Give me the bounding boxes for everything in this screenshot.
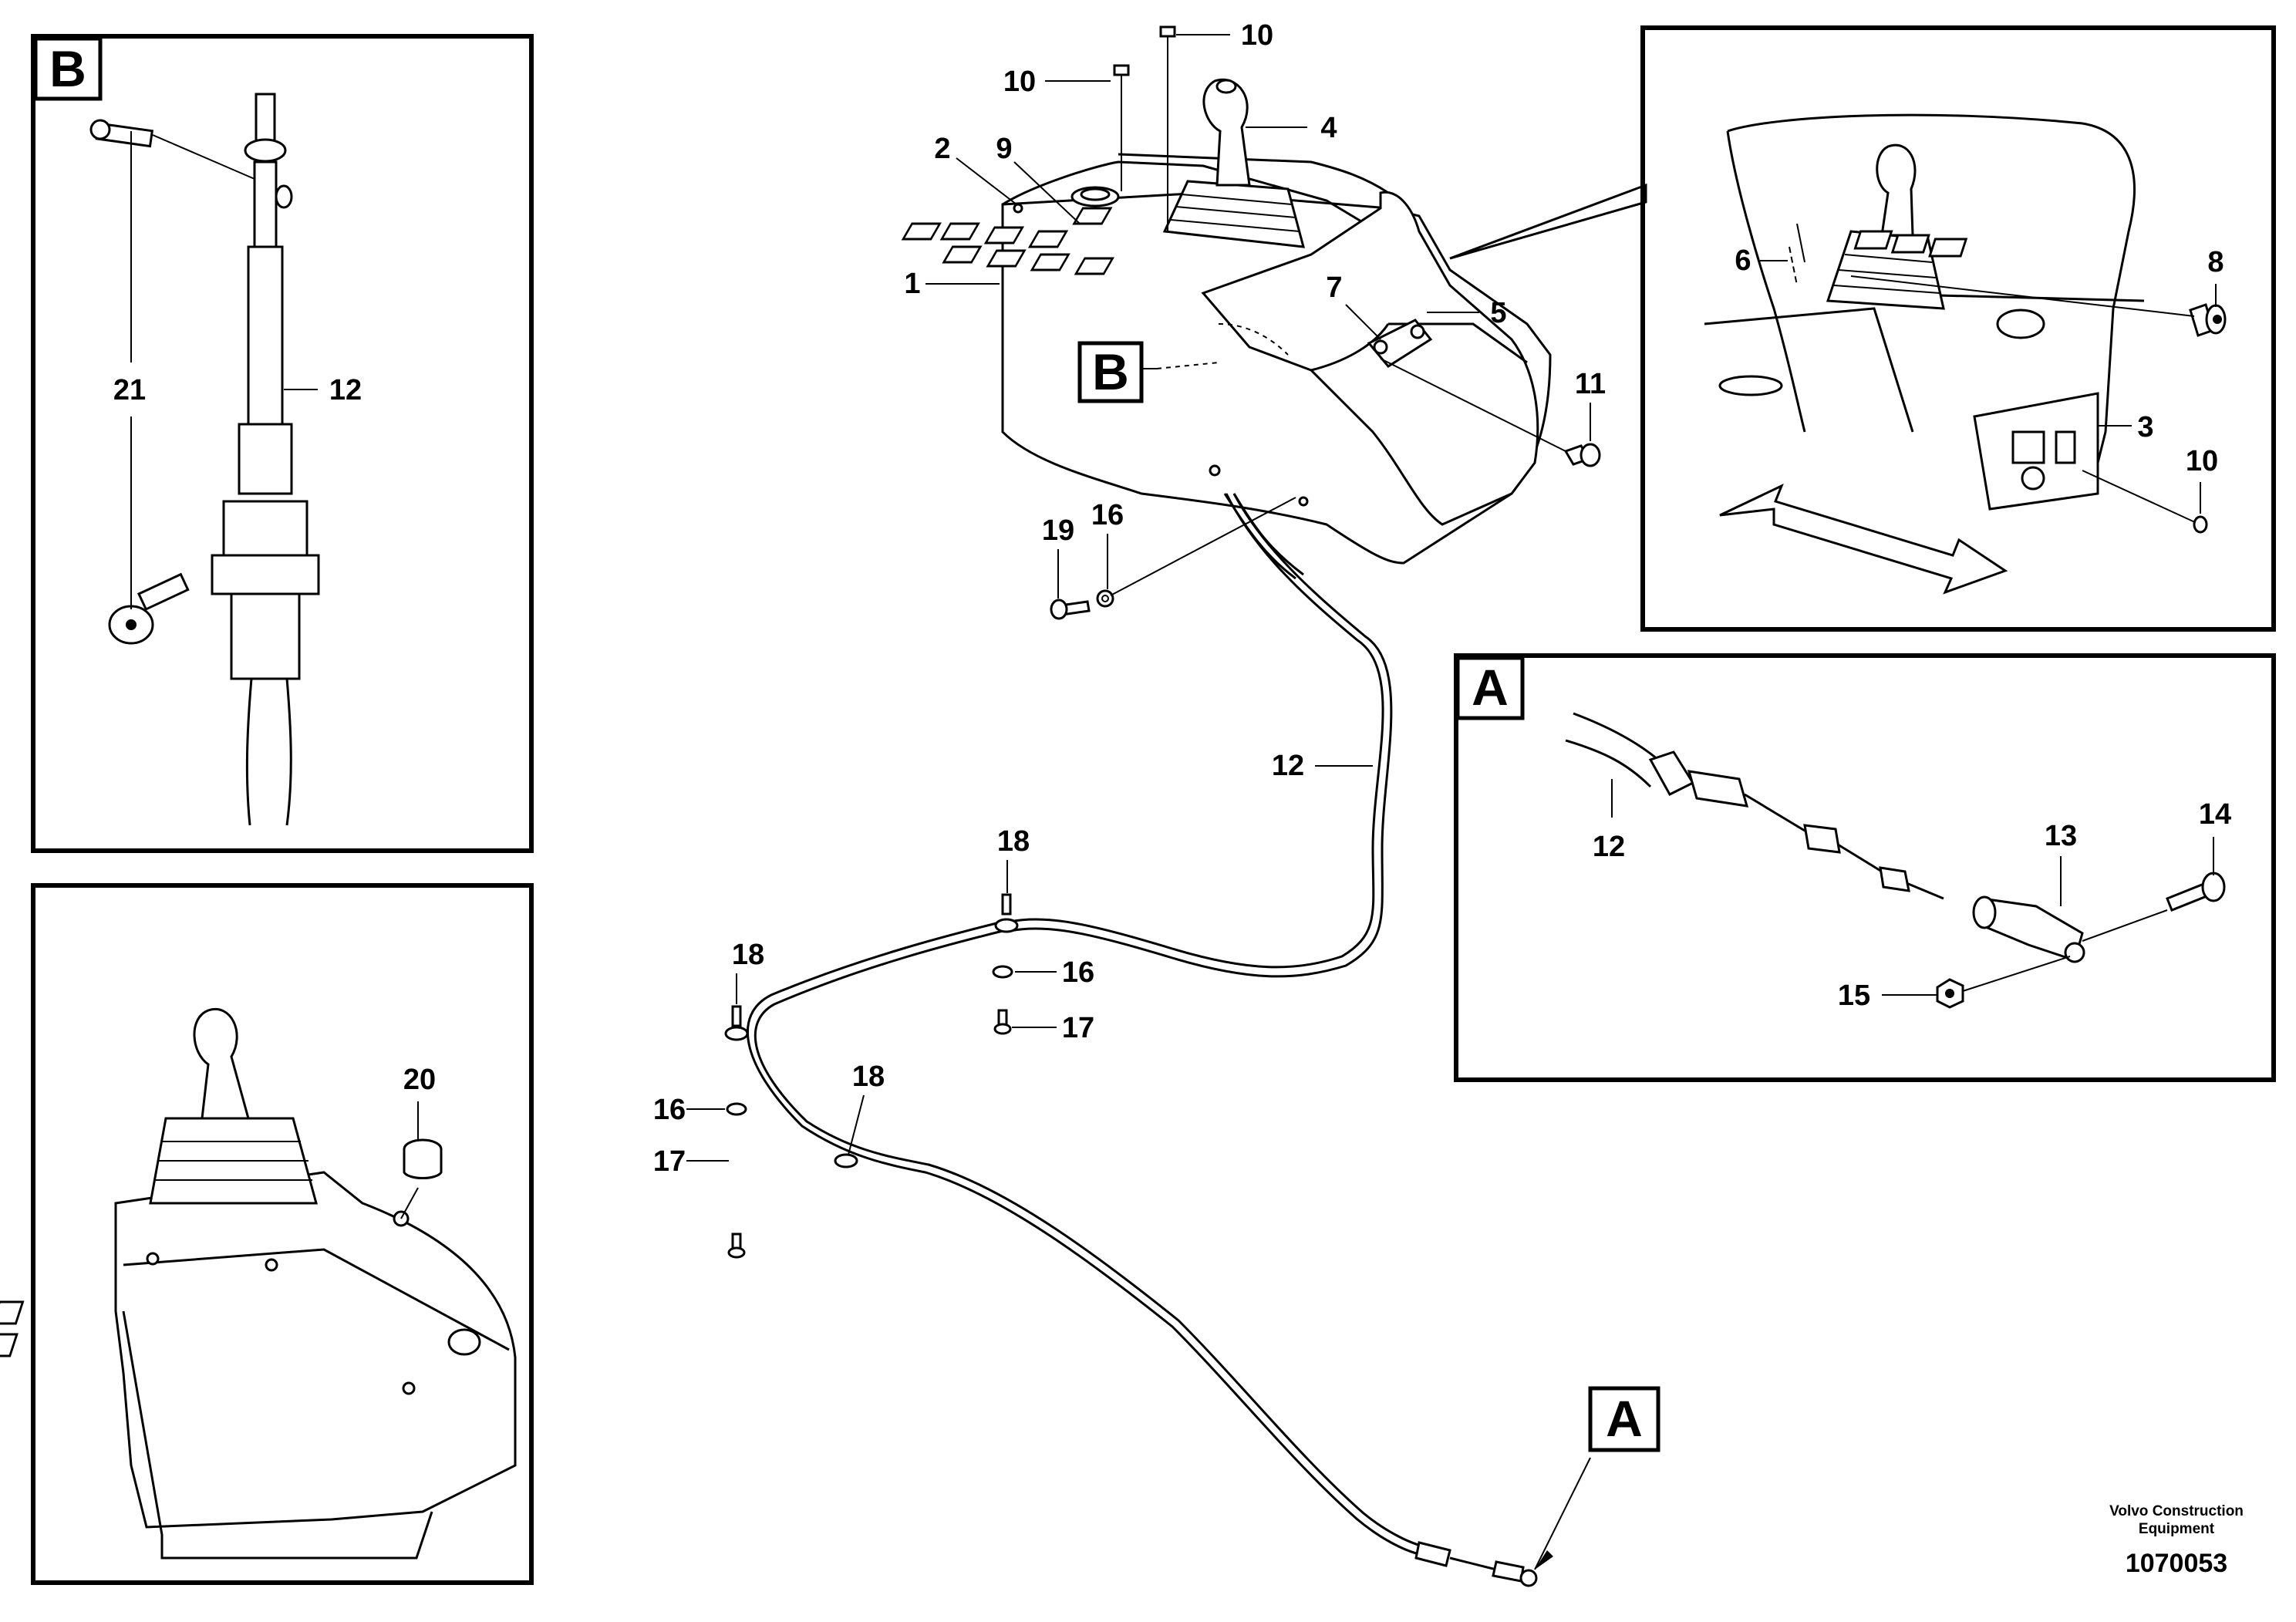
label-19: 19 [1042,514,1074,547]
label-16-upper: 16 [1062,956,1094,989]
inset-view-b: B 21 12 [31,34,534,853]
label-14: 14 [2199,798,2231,831]
screw-icon [1050,599,1091,620]
label-1: 1 [904,268,920,300]
main-console-assembly [901,78,1552,580]
console-detail-drawing [1704,113,2145,511]
cable-clamp [724,1005,749,1041]
nut-icon [108,572,190,645]
label-5: 5 [1490,297,1506,329]
label-18-lower: 18 [852,1061,885,1093]
label-15: 15 [1838,980,1870,1012]
company-name-line1: Volvo Construction [2109,1503,2244,1519]
screw-icon [727,1009,1012,1259]
view-b-letter: B [49,40,86,97]
callout-b-on-console [1077,341,1144,403]
inset-view-a: A 14 13 [1454,653,2276,1082]
label-7: 7 [1326,271,1342,304]
label-20: 20 [403,1064,436,1096]
plug-icon [403,1138,443,1179]
nut-icon [1936,978,1964,1009]
bolt-icon [2189,303,2227,337]
screw-icon [1113,25,1176,93]
screw-icon [1563,443,1601,467]
label-11: 11 [1575,368,1606,400]
label-8: 8 [2207,246,2224,278]
label-16-left: 16 [653,1094,686,1126]
inset-console-variant: 20 [0,883,534,1585]
console-switch-panel [901,186,1120,275]
callout-a-on-cable [1588,1386,1660,1452]
label-10-top-left: 10 [1003,66,1036,98]
console-variant-drawing [0,1007,517,1560]
label-12-main: 12 [1272,750,1304,782]
label-12-view-a: 12 [1593,831,1625,863]
label-12-view-b: 12 [329,374,362,406]
view-direction-arrow [1719,484,2008,595]
label-4: 4 [1320,112,1337,144]
washer-icon [726,589,1114,1116]
label-9: 9 [996,133,1012,165]
control-lever [1162,78,1306,248]
callout-a-letter: A [1606,1390,1643,1447]
label-13: 13 [2045,820,2077,852]
control-cable [747,493,1538,1587]
control-cable-rod [211,93,320,826]
cable-clamp [834,1153,858,1168]
label-18-upper: 18 [997,825,1030,858]
label-10-detail: 10 [2186,445,2218,477]
label-18-left: 18 [732,939,764,971]
label-17-left: 17 [653,1145,686,1178]
label-21: 21 [113,374,146,406]
cable-end-assembly [1565,712,2085,963]
view-a-tag [1455,656,1525,720]
label-2: 2 [934,133,950,165]
callout-b-letter: B [1092,343,1129,400]
bolt-icon [89,119,154,148]
view-a-letter: A [1472,659,1509,716]
console-front-cover [1201,191,1539,526]
view-b-tag [33,36,103,101]
cable-clamp [994,893,1019,933]
inset-console-side-detail: 8 6 3 10 [1449,25,2276,632]
label-6: 6 [1735,244,1751,277]
drawing-number: 1070053 [2126,1549,2227,1578]
label-17-upper: 17 [1062,1012,1094,1044]
label-10-top-right: 10 [1241,19,1273,52]
label-16-console: 16 [1091,499,1124,531]
label-3: 3 [2137,411,2153,443]
bolt-icon [2166,872,2226,912]
company-name-line2: Equipment [2139,1521,2215,1537]
